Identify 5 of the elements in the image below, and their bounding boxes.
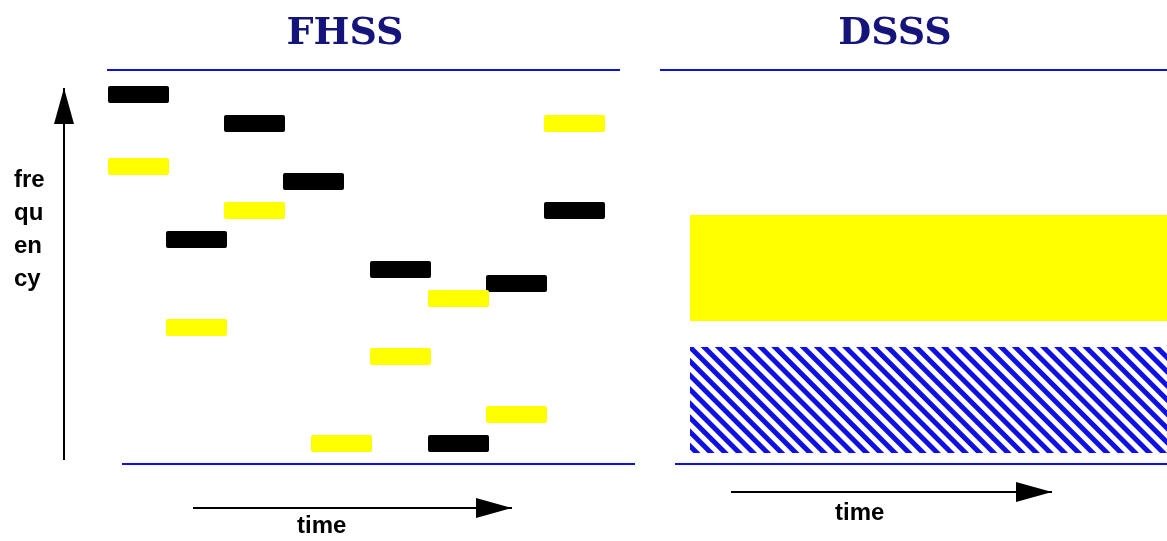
panel-title: DSSS: [838, 8, 952, 53]
panel-title: FHSS: [286, 8, 404, 53]
axis-label: fre qu en cy: [14, 164, 46, 293]
axis-label: time: [835, 498, 885, 526]
axis-label: time: [297, 511, 347, 539]
